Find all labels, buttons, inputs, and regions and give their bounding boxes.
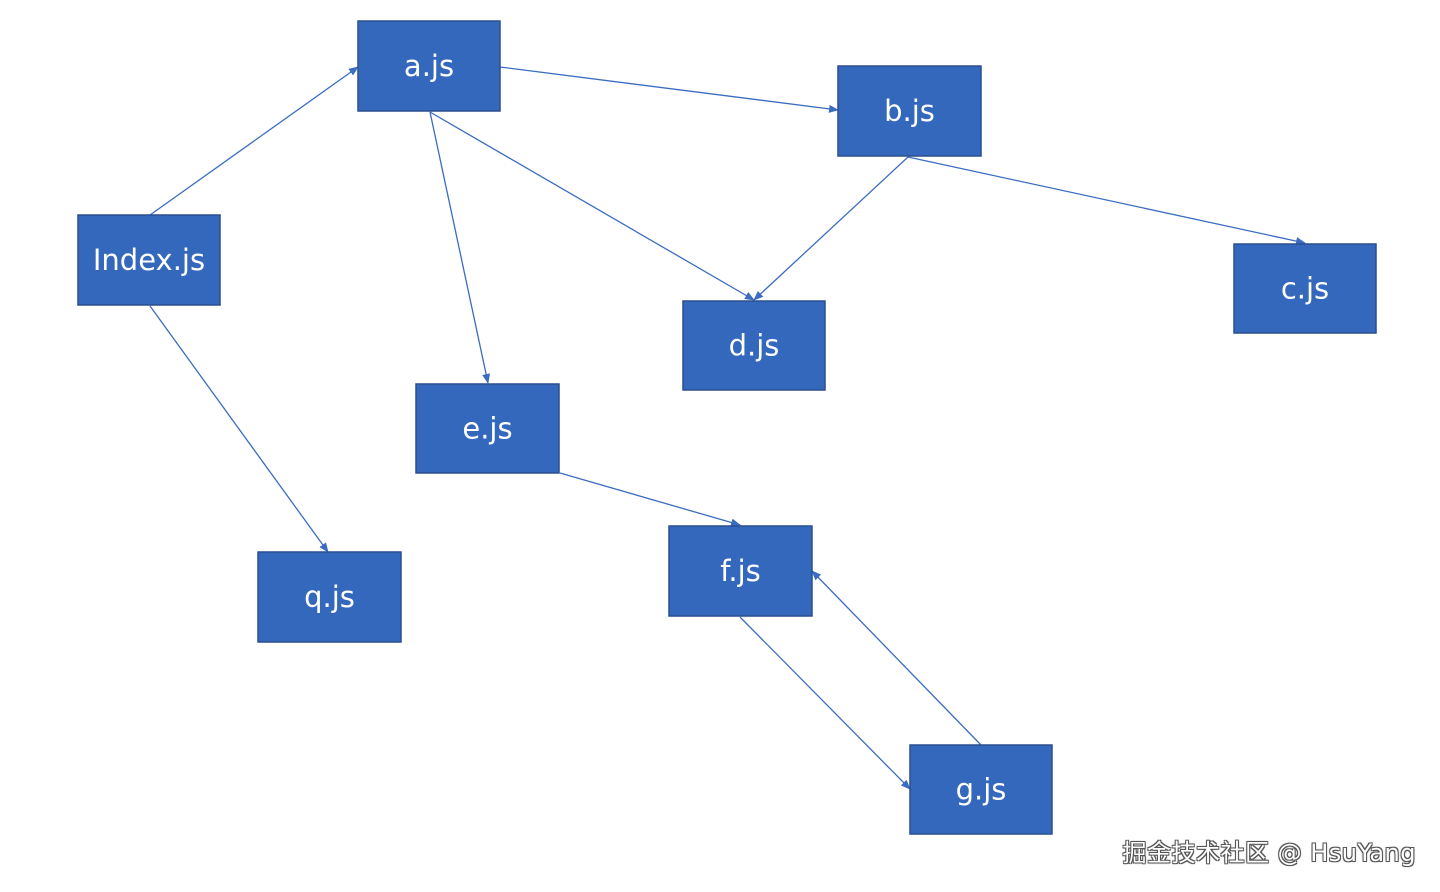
watermark: 掘金技术社区 @ HsuYang: [1122, 839, 1416, 867]
node-box-g: [909, 744, 1053, 835]
node-box-e: [415, 383, 560, 474]
edge-f-g: [739, 616, 911, 790]
node-a: a.js: [357, 20, 501, 112]
node-label-b: b.js: [884, 94, 935, 128]
edge-a-e: [429, 111, 491, 384]
edge-index-q: [149, 305, 329, 553]
node-b: b.js: [837, 65, 982, 157]
edge-index-a: [149, 66, 359, 216]
node-label-q: q.js: [304, 580, 355, 614]
node-g: g.js: [909, 744, 1053, 835]
edge-g-f: [811, 570, 982, 746]
node-label-c: c.js: [1281, 272, 1329, 306]
node-label-f: f.js: [720, 554, 760, 588]
node-label-e: e.js: [462, 412, 512, 446]
node-c: c.js: [1233, 243, 1377, 334]
edge-b-d: [753, 156, 909, 301]
node-label-d: d.js: [729, 329, 780, 363]
node-box-a: [357, 20, 501, 112]
node-q: q.js: [257, 551, 402, 643]
node-label-g: g.js: [956, 773, 1007, 807]
edge-a-d: [429, 111, 755, 301]
node-box-q: [257, 551, 402, 643]
edge-b-c: [907, 156, 1306, 246]
edge-e-f: [559, 472, 741, 527]
nodes-layer: Index.js a.js b.js c.js d.js e.js f.js g.js q.js: [77, 20, 1377, 835]
node-index: Index.js: [77, 214, 221, 306]
node-box-d: [682, 300, 826, 391]
node-f: f.js: [668, 525, 813, 617]
node-label-index: Index.js: [93, 243, 205, 277]
edges-layer: [149, 66, 1306, 790]
node-e: e.js: [415, 383, 560, 474]
node-box-index: [77, 214, 221, 306]
edge-a-b: [499, 66, 839, 113]
node-box-c: [1233, 243, 1377, 334]
node-box-f: [668, 525, 813, 617]
node-label-a: a.js: [404, 49, 454, 83]
node-d: d.js: [682, 300, 826, 391]
node-box-b: [837, 65, 982, 157]
